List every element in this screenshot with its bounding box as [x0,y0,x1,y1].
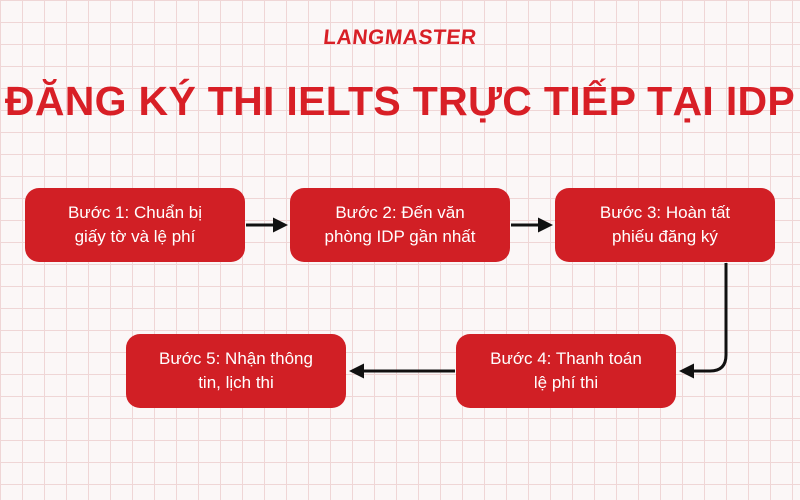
arrow-step-3-to-4 [679,263,728,379]
step-5-line-1: Bước 5: Nhận thông [159,349,313,368]
step-3-line-2: phiếu đăng ký [612,227,718,246]
page-title: ĐĂNG KÝ THI IELTS TRỰC TIẾP TẠI IDP [4,78,796,124]
step-3-box: Bước 3: Hoàn tất phiếu đăng ký [555,188,775,262]
langmaster-logo: LANGMASTER [322,26,478,49]
step-1-box: Bước 1: Chuẩn bị giấy tờ và lệ phí [25,188,245,262]
step-5-box: Bước 5: Nhận thông tin, lịch thi [126,334,346,408]
step-1-line-1: Bước 1: Chuẩn bị [67,203,203,222]
step-1-line-2: giấy tờ và lệ phí [74,227,196,246]
step-4-box: Bước 4: Thanh toán lệ phí thi [456,334,676,408]
step-2-line-2: phòng IDP gần nhất [324,227,476,246]
step-2-box: Bước 2: Đến văn phòng IDP gần nhất [290,188,510,262]
step-3-line-1: Bước 3: Hoàn tất [599,203,731,222]
step-5-line-2: tin, lịch thi [198,373,274,392]
step-4-line-1: Bước 4: Thanh toán [490,349,642,368]
step-4-line-2: lệ phí thi [533,373,599,392]
step-2-line-1: Bước 2: Đến văn [335,203,465,222]
